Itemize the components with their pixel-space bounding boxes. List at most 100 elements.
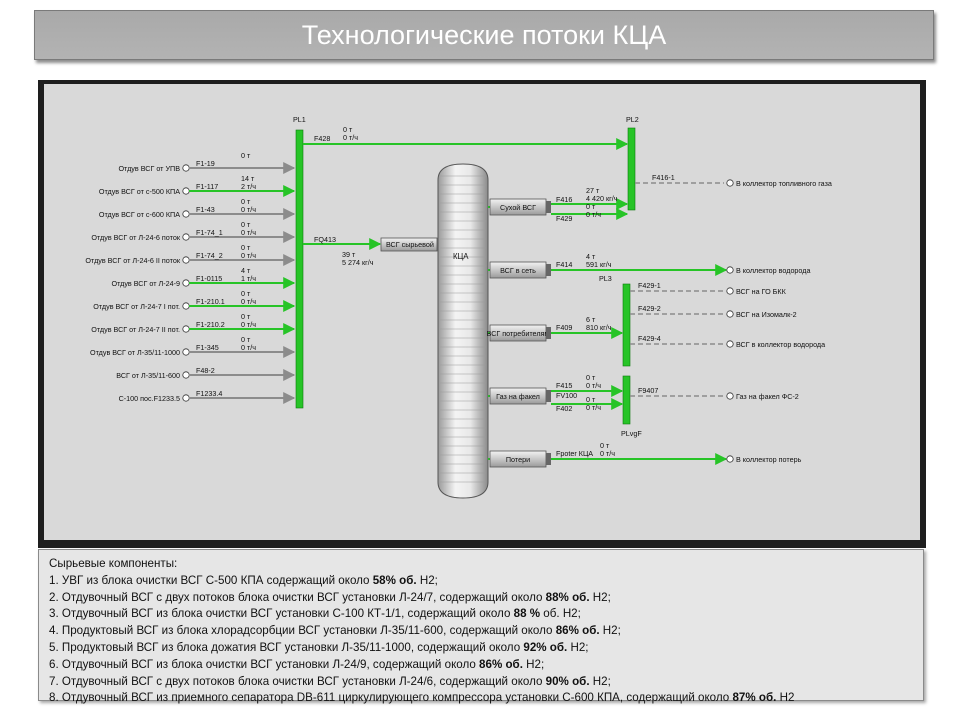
input-label: Отдув ВСГ от с-600 КПА: [99, 210, 180, 219]
input-node: [182, 187, 190, 195]
output-label: ВСГ в коллектор водорода: [736, 340, 825, 349]
unit-valve: [546, 264, 551, 276]
input-tag: F1-74_2: [196, 251, 223, 260]
kca-column: [437, 163, 489, 499]
legend-item: 8. Отдувочный ВСГ из приемного сепаратор…: [49, 690, 913, 707]
legend-item: 2. Отдувочный ВСГ с двух потоков блока о…: [49, 590, 913, 607]
f429-4-tag: F429-4: [638, 334, 661, 343]
legend-item: 5. Продуктовый ВСГ из блока дожатия ВСГ …: [49, 640, 913, 657]
input-label: Отдув ВСГ от Л-24-7 I пот.: [93, 302, 180, 311]
unit-label: ВСГ потребителям: [487, 329, 550, 338]
output-node: [726, 310, 734, 318]
output-label: В коллектор топливного газа: [736, 179, 832, 188]
page-title: Технологические потоки КЦА: [301, 20, 667, 50]
fpoter-tag: Fpoter КЦА: [556, 449, 593, 458]
input-rate: 0 т/ч: [241, 297, 256, 306]
f415-rate: 0 т/ч: [586, 381, 601, 390]
legend-item-value: 92% об.: [523, 640, 568, 654]
input-tag: F1-43: [196, 205, 215, 214]
input-tag: F1-19: [196, 159, 215, 168]
input-value: 0 т: [241, 243, 251, 252]
input-value: 0 т: [241, 289, 251, 298]
fpoter-value: 0 т: [600, 441, 610, 450]
plvgf-collector: [622, 375, 631, 425]
input-tag: F1-345: [196, 343, 219, 352]
f414-value: 4 т: [586, 252, 596, 261]
fq413-rate: 5 274 кг/ч: [342, 258, 374, 267]
input-value: 0 т: [241, 312, 251, 321]
input-label: С-100 пос.F1233.5: [119, 394, 180, 403]
f415-tag: F415: [556, 381, 572, 390]
input-rate: 0 т/ч: [241, 251, 256, 260]
f429-1-tag: F429-1: [638, 281, 661, 290]
feed-box-label: ВСГ сырьевой: [386, 240, 434, 249]
input-value: 0 т: [241, 151, 251, 160]
legend-item-suffix: Н2;: [416, 573, 438, 587]
input-label: Отдув ВСГ от Л-24-6 поток: [91, 233, 180, 242]
input-tag: F1-210.2: [196, 320, 225, 329]
output-node: [726, 287, 734, 295]
f428-rate: 0 т/ч: [343, 133, 358, 142]
output-label: В коллектор потерь: [736, 455, 802, 464]
input-label: Отдув ВСГ от с-500 КПА: [99, 187, 180, 196]
legend-item: 4. Продуктовый ВСГ из блока хлорадсорбци…: [49, 623, 913, 640]
output-node: [726, 266, 734, 274]
legend-item-value: 88 %: [513, 607, 541, 621]
input-node: [182, 394, 190, 402]
output-node: [726, 392, 734, 400]
legend-item-text: 8. Отдувочный ВСГ из приемного сепаратор…: [49, 691, 733, 705]
column-label: КЦА: [453, 252, 469, 261]
input-label: Отдув ВСГ от Л-35/11-1000: [90, 348, 180, 357]
pl2-label: PL2: [626, 115, 639, 124]
output-node: [726, 179, 734, 187]
input-rate: 0 т/ч: [241, 343, 256, 352]
input-node: [182, 210, 190, 218]
pl1-label: PL1: [293, 115, 306, 124]
legend-item-text: 6. Отдувочный ВСГ из блока очистки ВСГ у…: [49, 657, 480, 671]
input-label: ВСГ от Л-35/11-600: [116, 371, 180, 380]
input-node: [182, 164, 190, 172]
unit-label: ВСГ в сеть: [500, 266, 536, 275]
legend-item-value: 86% об.: [479, 657, 523, 671]
legend-item-value: 58% об.: [372, 573, 417, 587]
f416-rate: 4 420 кг/ч: [586, 194, 618, 203]
input-node: [182, 325, 190, 333]
f402-tag: F402: [556, 404, 572, 413]
fq413-tag: FQ413: [314, 235, 336, 244]
legend-item-value: 87% об.: [732, 691, 777, 705]
f416-1-tag: F416-1: [652, 173, 675, 182]
input-rate: 0 т/ч: [241, 228, 256, 237]
unit-label: Сухой ВСГ: [500, 203, 536, 212]
f428-value: 0 т: [343, 125, 353, 134]
input-tag: F1-117: [196, 182, 218, 191]
input-tag: F1233.4: [196, 389, 222, 398]
input-tag: F1-0115: [196, 274, 222, 283]
input-label: Отдув ВСГ от УПВ: [118, 164, 180, 173]
input-value: 0 т: [241, 335, 251, 344]
f409-tag: F409: [556, 323, 572, 332]
legend-item-suffix: Н2;: [589, 674, 611, 688]
input-node: [182, 348, 190, 356]
input-node: [182, 256, 190, 264]
fpoter-rate: 0 т/ч: [600, 449, 615, 458]
feed-box: [380, 237, 438, 252]
input-rate: 0 т/ч: [241, 205, 256, 214]
unit-label: Газ на факел: [496, 392, 540, 401]
f428-tag: F428: [314, 134, 330, 143]
legend-item-suffix: Н2;: [599, 624, 621, 638]
legend-item-suffix: Н2;: [567, 640, 589, 654]
f416-tag: F416: [556, 195, 572, 204]
input-node: [182, 371, 190, 379]
output-node: [726, 455, 734, 463]
input-label: Отдув ВСГ от Л-24-6 II поток: [85, 256, 180, 265]
legend-item-suffix: Н2;: [589, 590, 611, 604]
output-node: [726, 340, 734, 348]
input-streams: Отдув ВСГ от УПВ F1-19 0 т Отдув ВСГ от с-5…: [85, 151, 296, 404]
legend-item-text: 4. Продуктовый ВСГ из блока хлорадсорбци…: [49, 624, 556, 638]
pl3-collector: [622, 283, 631, 367]
input-node: [182, 302, 190, 310]
